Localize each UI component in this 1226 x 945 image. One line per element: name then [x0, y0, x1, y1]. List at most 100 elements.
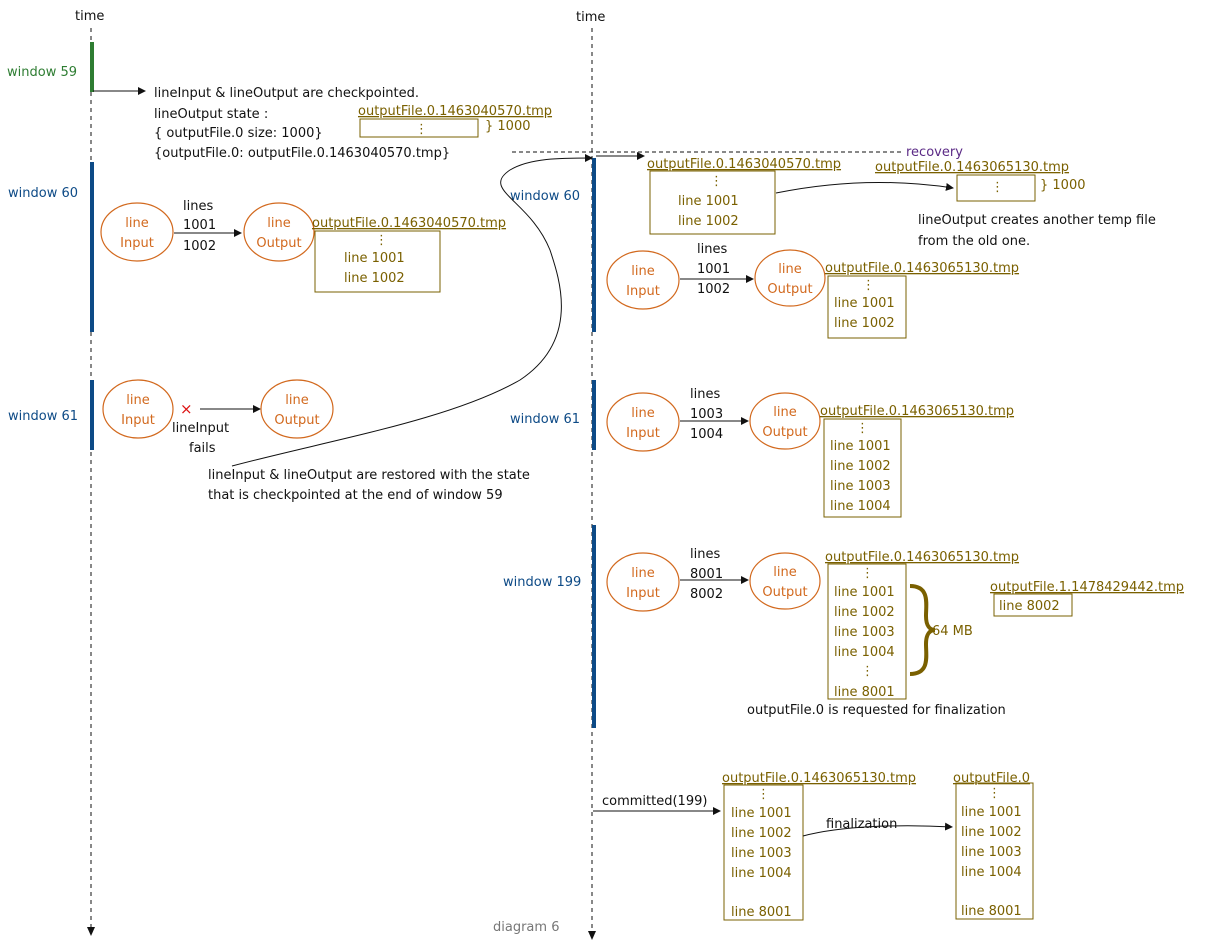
line-output-node-w61-left [260, 379, 334, 439]
line-input-label: Input [121, 413, 155, 428]
finalization-arrow [802, 822, 953, 837]
recovery-label: recovery [906, 145, 963, 160]
checkpoint-note-line3: { outputFile.0 size: 1000} [154, 126, 323, 141]
window199-label: window 199 [503, 575, 581, 590]
file-title: outputFile.0.1463065130.tmp [825, 550, 1019, 565]
fail-text: lineInput [172, 421, 229, 436]
file-line: line 1003 [834, 625, 895, 640]
file-dots: ⋮ [861, 664, 874, 679]
file-box [827, 275, 907, 339]
file-line: line 1003 [830, 479, 891, 494]
checkpoint-file-dots: ⋮ [415, 122, 428, 137]
fail-mark: × [180, 400, 193, 418]
file-dots: ⋮ [862, 278, 875, 293]
checkpoint-note-line1: lineInput & lineOutput are checkpointed. [154, 86, 419, 101]
size-64mb: 64 MB [932, 624, 973, 639]
committed-label: committed(199) [602, 794, 707, 809]
line-input-label: line [631, 566, 654, 581]
checkpoint-file-title: outputFile.0.1463040570.tmp [358, 104, 552, 119]
file-line: line 1001 [834, 585, 895, 600]
file-line: line 1002 [834, 605, 895, 620]
restore-note-line1: lineInput & lineOutput are restored with… [208, 468, 530, 483]
file-line: line 1003 [961, 845, 1022, 860]
time-label-left: time [75, 9, 104, 24]
window59-label: window 59 [7, 65, 77, 80]
file-box [993, 593, 1073, 617]
line-output-label: Output [762, 425, 807, 440]
line-output-node-w60-right [754, 249, 826, 307]
file-title: outputFile.1.1478429442.tmp [990, 580, 1184, 595]
window60-label-left: window 60 [8, 186, 78, 201]
file-title: outputFile.0.1463040570.tmp [312, 216, 506, 231]
timeline-right-arrow [588, 931, 596, 940]
file-title: outputFile.0.1463065130.tmp [825, 261, 1019, 276]
copy-arrow [775, 182, 954, 194]
line-input-node-w199 [606, 552, 680, 612]
file-line: line 1004 [731, 866, 792, 881]
line-output-label: line [773, 565, 796, 580]
file-dots: ⋮ [856, 421, 869, 436]
file-dots: ⋮ [988, 786, 1001, 801]
line-input-label: line [125, 216, 148, 231]
line-output-node-w199 [749, 552, 821, 610]
file-line: line 1002 [834, 316, 895, 331]
file-line: line 8001 [834, 685, 895, 700]
line-number: 1002 [697, 282, 730, 297]
line-input-label: Input [626, 586, 660, 601]
file-line: line 1002 [344, 271, 405, 286]
file-box [649, 170, 776, 235]
file-box [823, 418, 902, 518]
file-dots: ⋮ [861, 566, 874, 581]
line-output-label: Output [767, 282, 812, 297]
file-box [723, 784, 804, 921]
checkpoint-note-line4: {outputFile.0: outputFile.0.1463040570.t… [154, 146, 450, 161]
lines-label: lines [690, 547, 720, 562]
time-label-right: time [576, 10, 605, 25]
lines-label: lines [690, 387, 720, 402]
line-input-node-w60-right [606, 250, 680, 310]
lines-label: lines [697, 242, 727, 257]
checkpoint-note-line2: lineOutput state : [154, 107, 268, 122]
file-line: line 1002 [830, 459, 891, 474]
line-number: 1002 [183, 239, 216, 254]
line-input-label: Input [626, 426, 660, 441]
file-line: line 1002 [731, 826, 792, 841]
line-number: 8001 [690, 567, 723, 582]
line-number: 1001 [697, 262, 730, 277]
checkpoint-file-size: } 1000 [485, 119, 531, 134]
line-input-node-w61-right [606, 392, 680, 452]
file-line: line 1003 [731, 846, 792, 861]
file-line: line 8002 [999, 599, 1060, 614]
line-input-label: line [631, 264, 654, 279]
finalization-request-note: outputFile.0 is requested for finalizati… [747, 703, 1006, 718]
file-box [314, 230, 441, 293]
file-title: outputFile.0.1463065130.tmp [722, 771, 916, 786]
file-line: line 1004 [834, 645, 895, 660]
file-line: line 1001 [961, 805, 1022, 820]
file-line: line 1004 [961, 865, 1022, 880]
window61-label-left: window 61 [8, 409, 78, 424]
file-title: outputFile.0.1463040570.tmp [647, 157, 841, 172]
file-line: line 1001 [834, 296, 895, 311]
line-output-node-w61-right [749, 392, 821, 450]
fail-text: fails [189, 441, 216, 456]
file-box [955, 782, 1034, 920]
line-input-label: Input [120, 236, 154, 251]
file-dots: ⋮ [710, 174, 723, 189]
recovery-curve [231, 154, 593, 467]
file-box [956, 174, 1036, 202]
line-number: 1003 [690, 407, 723, 422]
line-output-label: line [285, 393, 308, 408]
line-input-label: line [631, 406, 654, 421]
line-output-node-w60-left [243, 202, 315, 262]
line-number: 8002 [690, 587, 723, 602]
line-input-label: Input [626, 284, 660, 299]
line-output-label: line [778, 262, 801, 277]
file-size: } 1000 [1040, 178, 1086, 193]
file-dots: ⋮ [375, 233, 388, 248]
line-output-label: Output [762, 585, 807, 600]
line-input-label: line [126, 393, 149, 408]
file-line: line 1001 [678, 194, 739, 209]
line-output-label: Output [256, 236, 301, 251]
